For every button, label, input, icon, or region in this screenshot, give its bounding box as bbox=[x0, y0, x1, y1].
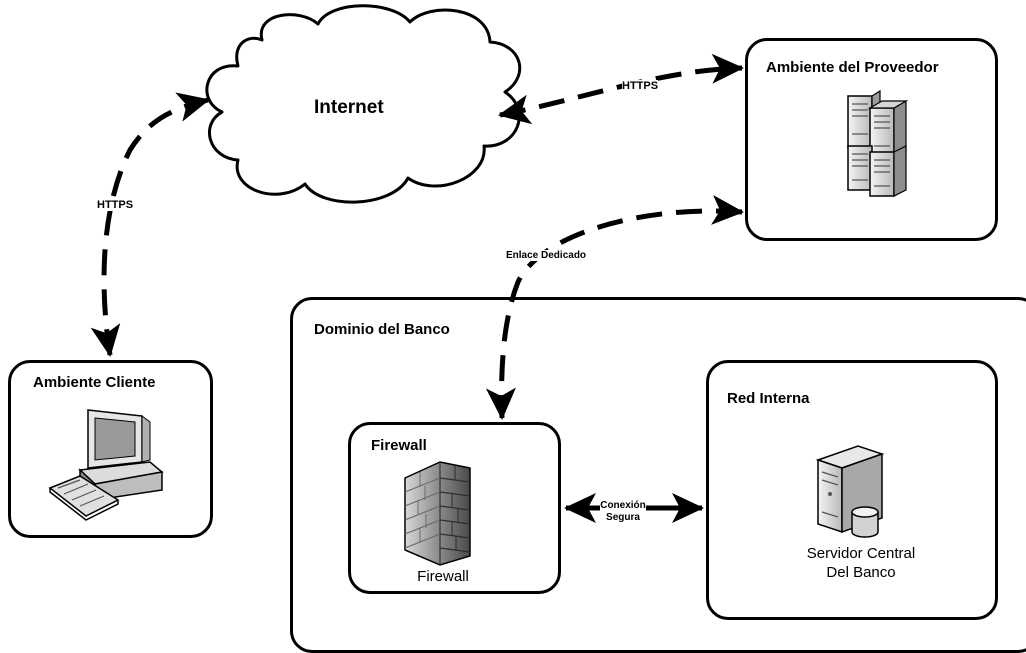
cliente-title: Ambiente Cliente bbox=[33, 374, 156, 391]
proveedor-title: Ambiente del Proveedor bbox=[766, 59, 939, 76]
conexion-label-line2: Segura bbox=[606, 512, 640, 523]
proveedor-box: Ambiente del Proveedor bbox=[745, 38, 998, 241]
firewall-caption: Firewall bbox=[417, 568, 469, 585]
desktop-computer-icon bbox=[48, 409, 164, 521]
https-proveedor-label: HTTPS bbox=[622, 80, 659, 92]
https-cliente-connector bbox=[90, 92, 210, 357]
conexion-segura-label: Conexión Segura bbox=[600, 500, 646, 524]
internet-label: Internet bbox=[314, 97, 384, 118]
internet-cloud-icon bbox=[205, 4, 522, 204]
enlace-dedicado-connector bbox=[485, 194, 744, 420]
central-server-icon bbox=[815, 445, 885, 538]
conexion-label-line1: Conexión bbox=[600, 500, 646, 511]
servidor-caption-line1: Servidor Central bbox=[806, 545, 916, 562]
firewall-title: Firewall bbox=[371, 437, 427, 454]
firewall-icon bbox=[404, 461, 471, 566]
server-cluster-icon bbox=[847, 89, 909, 197]
https-proveedor-connector bbox=[498, 53, 744, 125]
https-cliente-label: HTTPS bbox=[97, 199, 134, 211]
servidor-caption: Servidor Central Del Banco bbox=[766, 544, 956, 582]
enlace-dedicado-label: Enlace Dedicado bbox=[506, 250, 587, 261]
servidor-caption-line2: Del Banco bbox=[826, 564, 896, 581]
firewall-box: Firewall bbox=[348, 422, 561, 594]
red-interna-title: Red Interna bbox=[727, 390, 810, 407]
banco-title: Dominio del Banco bbox=[314, 321, 450, 338]
